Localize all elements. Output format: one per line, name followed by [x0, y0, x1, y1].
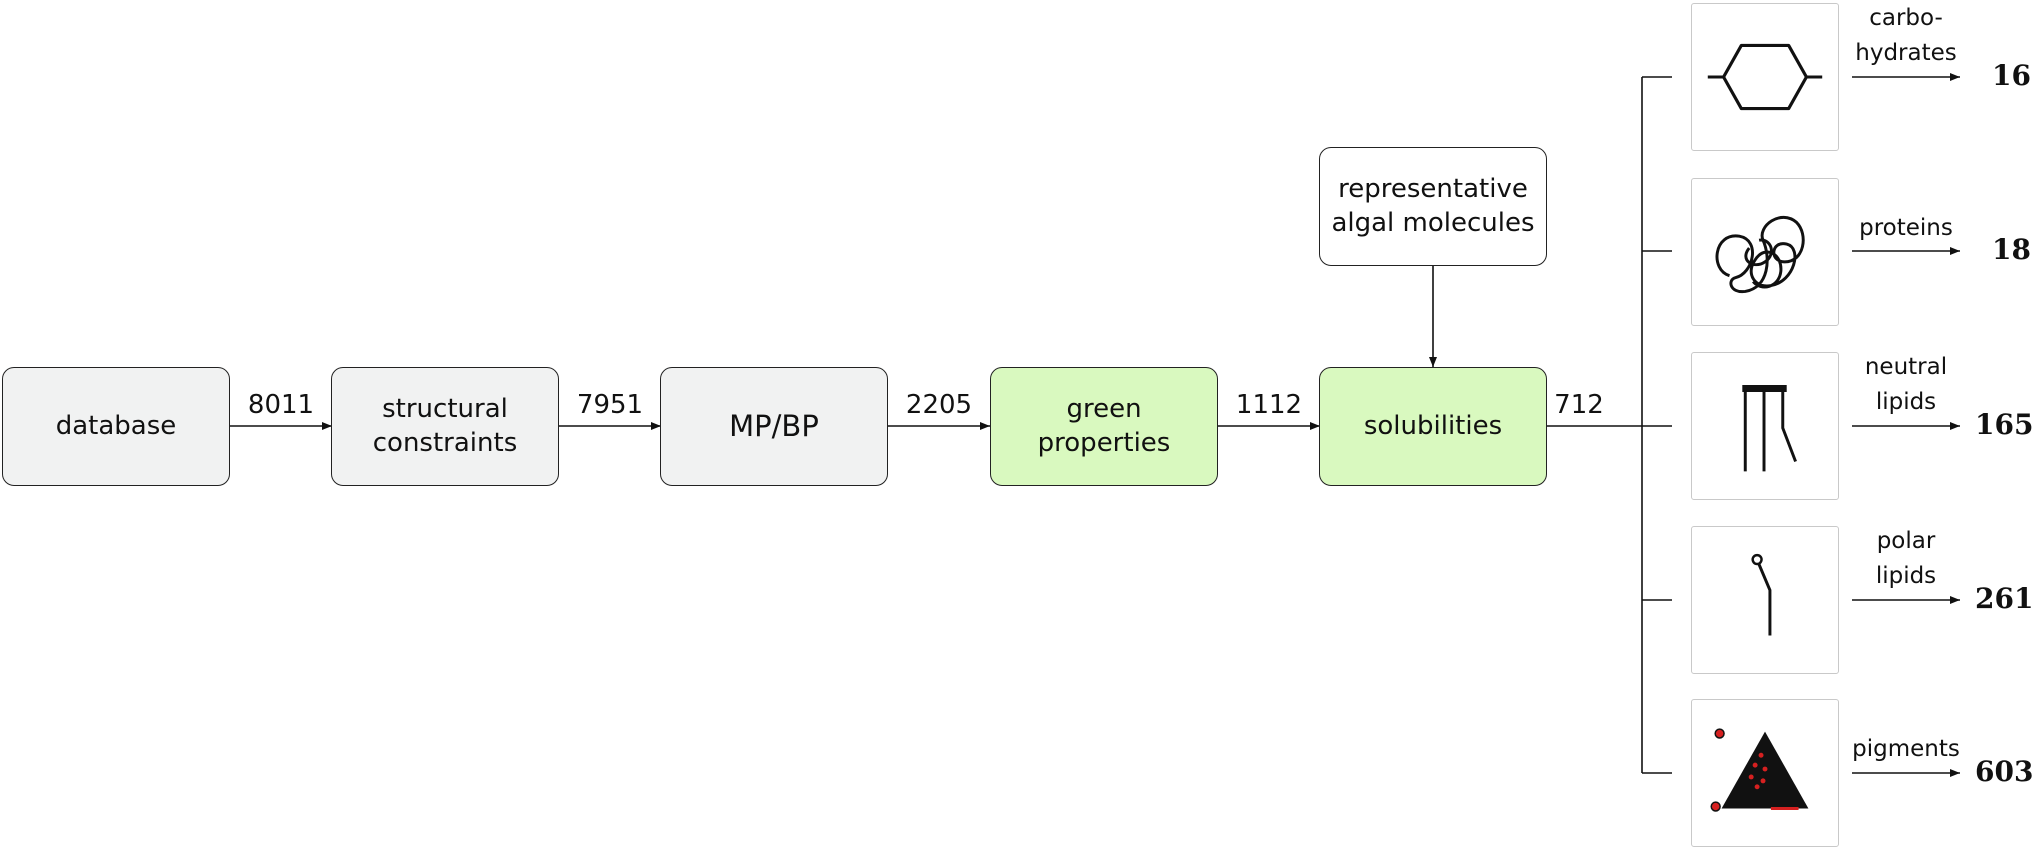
green-properties-box: green properties	[990, 367, 1218, 486]
mp-bp-box: MP/BP	[660, 367, 888, 486]
result-polar-lipids: 261	[1975, 582, 2034, 615]
result-pigments: 603	[1975, 755, 2034, 788]
count-label: 8011	[247, 390, 315, 420]
pigment-triangle-icon	[1691, 699, 1839, 847]
result-carbohydrates: 16	[1992, 59, 2031, 92]
category-label-carbohydrates: carbo- hydrates	[1855, 5, 1957, 66]
count-label: 2205	[905, 390, 973, 420]
triglyceride-icon	[1691, 352, 1839, 500]
solubilities-box: solubilities	[1319, 367, 1547, 486]
count-label: 1112	[1235, 390, 1303, 420]
category-label-neutral-lipids: neutral lipids	[1864, 354, 1948, 415]
category-label-proteins: proteins	[1859, 215, 1953, 241]
protein-coil-icon	[1691, 178, 1839, 326]
count-label: 7951	[576, 390, 644, 420]
phospholipid-icon	[1691, 526, 1839, 674]
result-neutral-lipids: 165	[1975, 408, 2034, 441]
count-label: 712	[1554, 390, 1604, 420]
category-label-polar-lipids: polar lipids	[1875, 528, 1937, 589]
hexagon-icon	[1691, 3, 1839, 151]
database-box: database	[2, 367, 230, 486]
representative-algal-molecules-box: representative algal molecules	[1319, 147, 1547, 266]
structural-constraints-box: structural constraints	[331, 367, 559, 486]
category-label-pigments: pigments	[1852, 736, 1960, 762]
result-proteins: 18	[1992, 233, 2031, 266]
